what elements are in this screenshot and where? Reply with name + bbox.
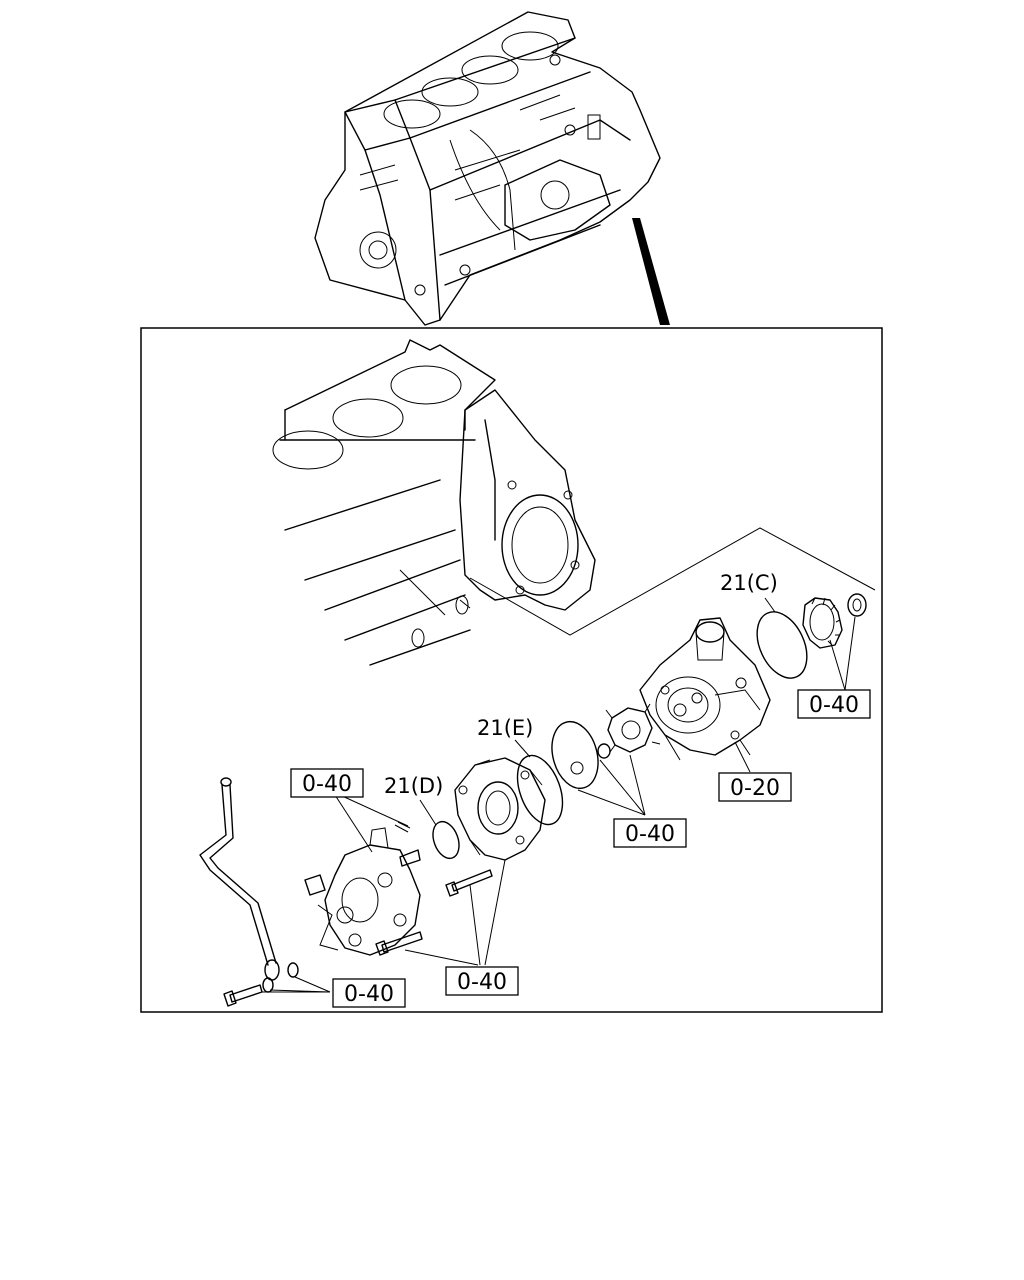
small-washer	[597, 743, 611, 759]
code-box-gear: 0-40	[797, 689, 871, 719]
code-bolts-text: 0-40	[457, 970, 507, 995]
gear-nut	[847, 593, 867, 617]
adapter-bolt-lower	[375, 931, 423, 956]
ref-21e-label: 21(E)	[477, 716, 533, 740]
code-box-coupling: 0-40	[613, 818, 687, 848]
pump-adapter	[454, 757, 546, 861]
code-pump-text: 0-40	[302, 772, 352, 797]
supply-pump	[304, 821, 421, 956]
drive-gear	[802, 597, 843, 649]
engine-block-overview	[314, 11, 661, 326]
block-detail	[272, 339, 876, 666]
o-ring-21d	[432, 820, 460, 860]
washer-b	[287, 962, 299, 978]
adapter-bolt-upper	[445, 869, 493, 897]
detail-frame	[140, 327, 883, 1013]
ref-21c-label: 21(C)	[720, 571, 778, 595]
code-box-pump: 0-40	[290, 768, 364, 798]
detail-pointer	[632, 218, 670, 325]
code-box-pipe: 0-40	[332, 978, 406, 1008]
ref-21d-label: 21(D)	[384, 774, 443, 798]
code-coupling-text: 0-40	[625, 822, 675, 847]
eye-bolt	[223, 984, 263, 1007]
pump-housing	[639, 617, 771, 761]
code-box-housing: 0-20	[718, 772, 792, 802]
code-box-bolts: 0-40	[445, 966, 519, 996]
code-housing-text: 0-20	[730, 776, 780, 801]
o-ring-21e	[516, 754, 564, 826]
fuel-pipe	[199, 777, 280, 981]
coupling-plate	[605, 703, 661, 753]
code-gear-text: 0-40	[809, 693, 859, 718]
code-pipe-text: 0-40	[344, 982, 394, 1007]
coupling-hub	[551, 720, 599, 790]
o-ring-21c	[756, 611, 808, 679]
